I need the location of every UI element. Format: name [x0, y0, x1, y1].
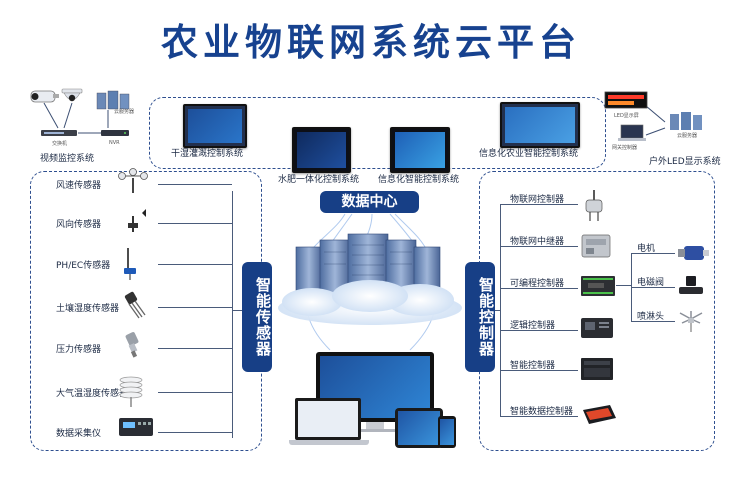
info-smart-label: 信息化智能控制系统 — [378, 175, 460, 185]
actuator-label: 喷淋头 — [637, 312, 665, 322]
motor-icon — [676, 241, 710, 267]
sensor-bus-line — [232, 191, 233, 438]
antenna-controller-icon — [580, 190, 618, 221]
actuator-connector — [631, 321, 675, 322]
controller-connector — [500, 330, 578, 331]
sensor-label: 压力传感器 — [56, 345, 102, 355]
nvr-icon — [101, 130, 129, 136]
relay-box-icon — [580, 232, 618, 262]
sensors-badge: 智能传感器 — [242, 262, 272, 372]
controller-bus-connector — [495, 310, 501, 311]
led-cloud-server-icon — [670, 112, 702, 130]
drip-control-label: 干湿灌溉控制系统 — [171, 149, 244, 159]
soil-probe-icon — [118, 291, 154, 323]
logic-controller-icon — [580, 316, 618, 346]
sensor-label: 数据采集仪 — [56, 429, 102, 439]
smartphone-icon — [438, 416, 456, 448]
sensor-connector — [158, 223, 232, 224]
led-system-label: 户外LED显示系统 — [649, 157, 721, 167]
sensor-connector — [158, 264, 232, 265]
controller-label: 智能控制器 — [510, 361, 556, 371]
info-smart-screen — [390, 127, 450, 173]
bullet-camera-icon — [30, 90, 59, 103]
video-part-switch-label: 交换机 — [52, 141, 68, 147]
sensor-label: PH/EC传感器 — [56, 261, 111, 271]
actuator-connector — [631, 287, 675, 288]
actuator-label: 电磁阀 — [637, 278, 665, 288]
data-logger-icon — [118, 416, 154, 448]
sensor-label: 风向传感器 — [56, 220, 102, 230]
controller-connector — [500, 288, 578, 289]
cloud-server-icon — [96, 90, 130, 110]
sensor-connector — [158, 307, 232, 308]
laptop-icon — [289, 398, 369, 448]
sensor-label: 土壤湿度传感器 — [56, 304, 120, 314]
controller-label: 物联网控制器 — [510, 195, 565, 205]
led-part-display-label: LED显示屏 — [614, 113, 639, 119]
video-part-server-label: 云服务器 — [114, 109, 135, 115]
pressure-sensor-icon — [118, 332, 154, 364]
video-part-nvr-label: NVR — [109, 140, 120, 146]
fertigation-screen — [292, 127, 351, 173]
solenoid-valve-icon — [676, 275, 710, 301]
actuator-branch-connector — [616, 285, 632, 286]
anemometer-icon — [118, 168, 154, 200]
cloud-icon — [278, 280, 462, 325]
video-system-label: 视频监控系统 — [40, 154, 95, 164]
controller-label: 智能数据控制器 — [510, 407, 574, 417]
wind-vane-icon — [118, 207, 154, 239]
gateway-laptop-icon — [618, 124, 646, 141]
controller-connector — [500, 370, 578, 371]
page-title: 农业物联网系统云平台 — [161, 21, 581, 64]
drip-control-screen — [183, 104, 247, 148]
sensor-connector — [158, 348, 232, 349]
data-controller-icon — [580, 402, 618, 432]
controllers-badge: 智能控制器 — [465, 262, 495, 372]
smart-controller-icon — [580, 356, 618, 386]
louver-shield-icon — [118, 376, 154, 408]
controller-label: 逻辑控制器 — [510, 321, 556, 331]
led-part-server-label: 云服务器 — [677, 133, 698, 139]
sensor-label: 风速传感器 — [56, 181, 102, 191]
fertigation-label: 水肥一体化控制系统 — [278, 175, 360, 185]
sensor-label: 大气温湿度传感器 — [56, 389, 129, 399]
network-switch-icon — [41, 130, 77, 136]
tablet-icon — [395, 408, 443, 448]
sensor-bus-connector — [232, 310, 242, 311]
plc-icon — [580, 274, 618, 304]
sensor-connector — [158, 392, 232, 393]
controller-label: 物联网中继器 — [510, 237, 565, 247]
dome-camera-icon — [61, 88, 83, 102]
info-agri-label: 信息化农业智能控制系统 — [479, 149, 579, 159]
sensor-connector — [158, 184, 232, 185]
sprinkler-icon — [676, 309, 710, 335]
actuator-connector — [631, 253, 675, 254]
actuator-label: 电机 — [637, 244, 656, 254]
info-agri-screen — [500, 102, 580, 148]
sensor-connector — [158, 432, 232, 433]
data-center-badge: 数据中心 — [320, 191, 419, 213]
ph-probe-icon — [118, 248, 154, 280]
controller-connector — [500, 246, 578, 247]
controller-connector — [500, 416, 578, 417]
software-platform-box — [149, 97, 606, 169]
led-display-icon — [604, 91, 648, 109]
led-part-gateway-label: 网关控制器 — [612, 145, 638, 151]
controller-connector — [500, 204, 578, 205]
controller-label: 可编程控制器 — [510, 279, 565, 289]
